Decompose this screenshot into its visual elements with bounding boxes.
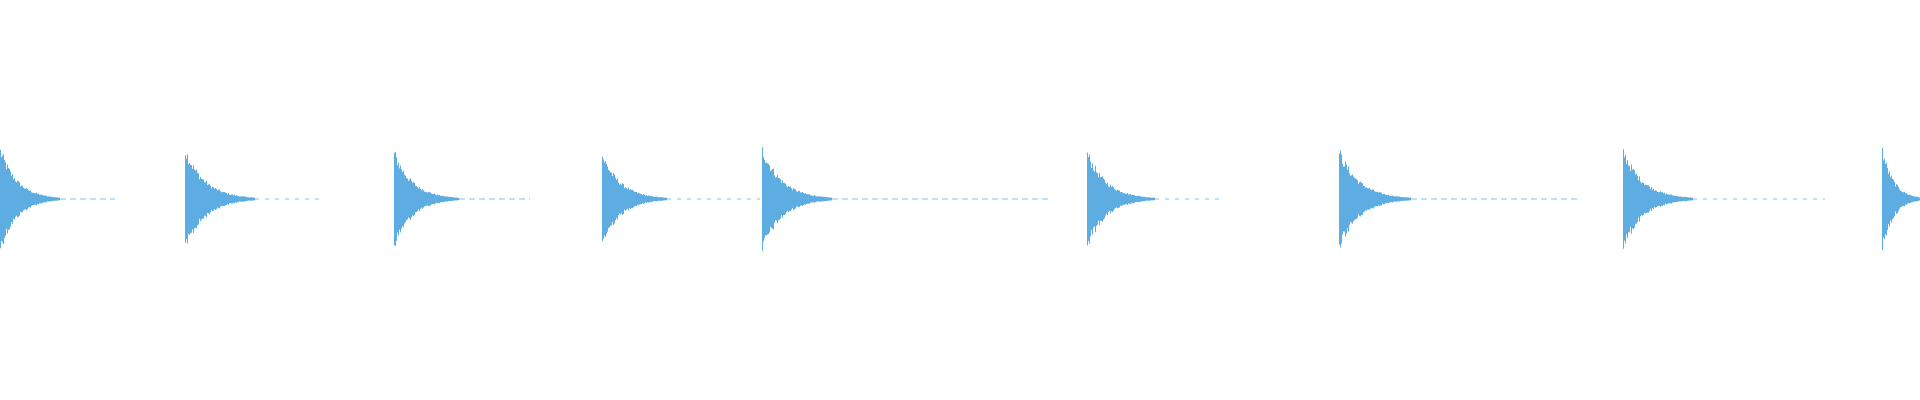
waveform-transient — [1087, 152, 1155, 246]
waveform-transient — [1623, 149, 1693, 249]
waveform-group — [0, 147, 1920, 251]
waveform-transient — [185, 154, 255, 244]
waveform-transient — [762, 147, 832, 251]
waveform-transient — [1882, 147, 1920, 251]
waveform-transient — [1339, 150, 1411, 248]
waveform-transient — [0, 149, 60, 249]
waveform-transient — [394, 152, 459, 246]
waveform-transient — [602, 156, 667, 242]
